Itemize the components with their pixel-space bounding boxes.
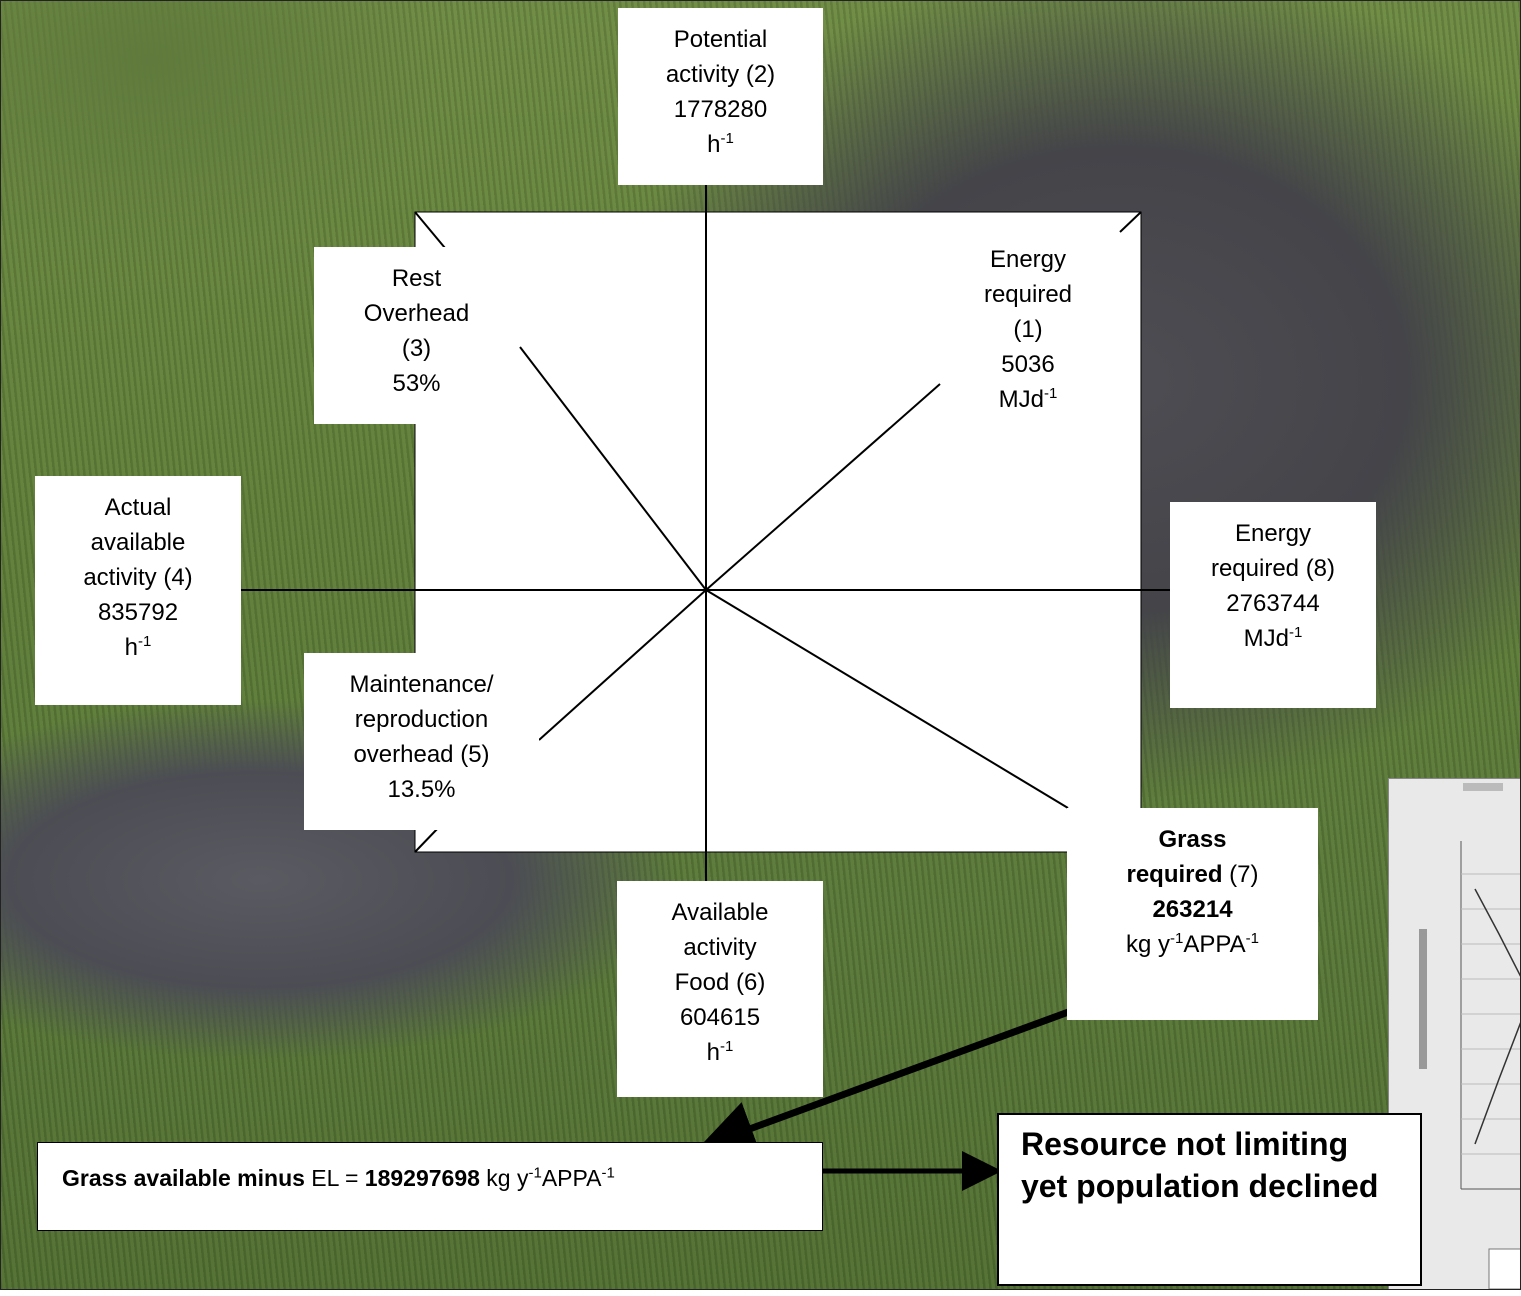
grass-available-label: Grass available minus [62,1165,305,1191]
grass-available-unit-b: APPA [541,1165,602,1191]
grass-required-number: (7) [1222,861,1259,888]
node-available-activity-food-line3: Food (6) [674,969,766,996]
node-energy-required-8-line1: Energy [1234,520,1312,547]
grass-available-value: 189297698 [364,1165,480,1191]
node-available-activity-food-line1: Available [671,899,769,926]
node-rest-overhead-line2: Overhead [363,300,470,327]
grass-available-exp-a: -1 [528,1164,542,1182]
inset-chart-title-blur [1463,783,1503,791]
node-grass-required-unit: kg y-1APPA-1 [1067,927,1318,962]
node-potential-activity: Potential activity (2) 1778280 h-1 [618,8,823,185]
axis-maintenance-overhead [538,589,707,741]
node-potential-activity-line2: activity (2) [665,61,776,88]
node-grass-required: Grass required (7) 263214 kg y-1APPA-1 [1067,808,1318,1020]
node-rest-overhead-value: 53% [392,370,441,397]
inset-chart-series-line [1474,1019,1521,1145]
corner-line-top-left [414,211,446,249]
unit-text: h [706,1039,720,1066]
grass-available-box: Grass available minus EL = 189297698 kg … [37,1142,823,1231]
node-actual-available-activity-value: 835792 [97,599,179,626]
node-potential-activity-unit: h-1 [618,127,823,162]
inset-chart-ylabel-blur [1419,929,1427,1069]
node-maintenance-overhead-line3: overhead (5) [353,741,490,768]
node-energy-required-1-line3: (1) [1013,316,1043,343]
node-energy-required-8-line2: required (8) [1210,555,1336,582]
node-energy-required-1-line1: Energy [989,246,1067,273]
node-energy-required-8: Energy required (8) 2763744 MJd-1 [1170,502,1376,708]
node-energy-required-1-unit: MJd-1 [940,382,1116,417]
result-box: Resource not limiting yet population dec… [997,1113,1422,1286]
unit-text-b: APPA [1183,931,1246,958]
unit-text: h [124,634,138,661]
grass-available-unit-a: kg y [479,1165,529,1191]
grass-available-el: EL = [304,1165,365,1191]
corner-line-top-right [1119,211,1142,233]
node-energy-required-8-unit: MJd-1 [1170,621,1376,656]
node-available-activity-food-value: 604615 [679,1004,761,1031]
grass-required-bold: required [1126,861,1223,888]
result-text: Resource not limiting yet population dec… [1021,1126,1379,1204]
node-potential-activity-line1: Potential [673,26,768,53]
unit-exponent: -1 [1289,624,1303,641]
node-available-activity-food-unit: h-1 [617,1035,823,1070]
node-potential-activity-value: 1778280 [673,96,768,123]
unit-text: h [707,131,721,158]
node-energy-required-1-value: 5036 [1001,351,1055,378]
unit-exponent: -1 [138,633,152,650]
unit-text-a: kg y [1126,931,1171,958]
unit-exponent: -1 [720,1038,734,1055]
inset-chart-series-line [1474,888,1521,979]
unit-exponent: -1 [720,130,734,147]
node-rest-overhead-line1: Rest [391,265,442,292]
node-rest-overhead-line3: (3) [401,335,432,362]
node-grass-required-value: 263214 [1152,896,1233,923]
node-grass-required-line1: Grass [1158,826,1227,853]
node-energy-required-1-line2: required [983,281,1073,308]
node-available-activity-food: Available activity Food (6) 604615 h-1 [617,881,823,1097]
axis-energy-required-1 [705,383,941,591]
node-energy-required-8-value: 2763744 [1226,590,1320,617]
corner-line-bottom-left [414,825,441,853]
node-available-activity-food-line2: activity [683,934,757,961]
node-rest-overhead: Rest Overhead (3) 53% [314,247,519,424]
axis-rest-overhead [519,346,707,591]
unit-exponent: -1 [1044,385,1058,402]
unit-text: MJd [1243,625,1289,652]
node-actual-available-activity-line1: Actual [104,494,172,521]
axis-grass-required [705,589,1069,809]
node-grass-required-line2: required (7) [1067,857,1318,892]
unit-text: MJd [998,386,1044,413]
unit-exponent-b: -1 [1245,930,1259,947]
grass-available-exp-b: -1 [601,1164,615,1182]
node-energy-required-1: Energy required (1) 5036 MJd-1 [940,228,1116,438]
node-maintenance-overhead: Maintenance/ reproduction overhead (5) 1… [304,653,539,830]
unit-exponent-a: -1 [1170,930,1184,947]
node-maintenance-overhead-line1: Maintenance/ [349,671,494,698]
inset-chart-graphic [1419,783,1521,1290]
node-actual-available-activity-line2: available [90,529,186,556]
arrow-grass-to-available [698,992,1114,1155]
node-actual-available-activity: Actual available activity (4) 835792 h-1 [35,476,241,705]
node-maintenance-overhead-value: 13.5% [387,776,456,803]
node-maintenance-overhead-line2: reproduction [354,706,489,733]
node-actual-available-activity-unit: h-1 [35,630,241,665]
node-actual-available-activity-line3: activity (4) [83,564,193,591]
